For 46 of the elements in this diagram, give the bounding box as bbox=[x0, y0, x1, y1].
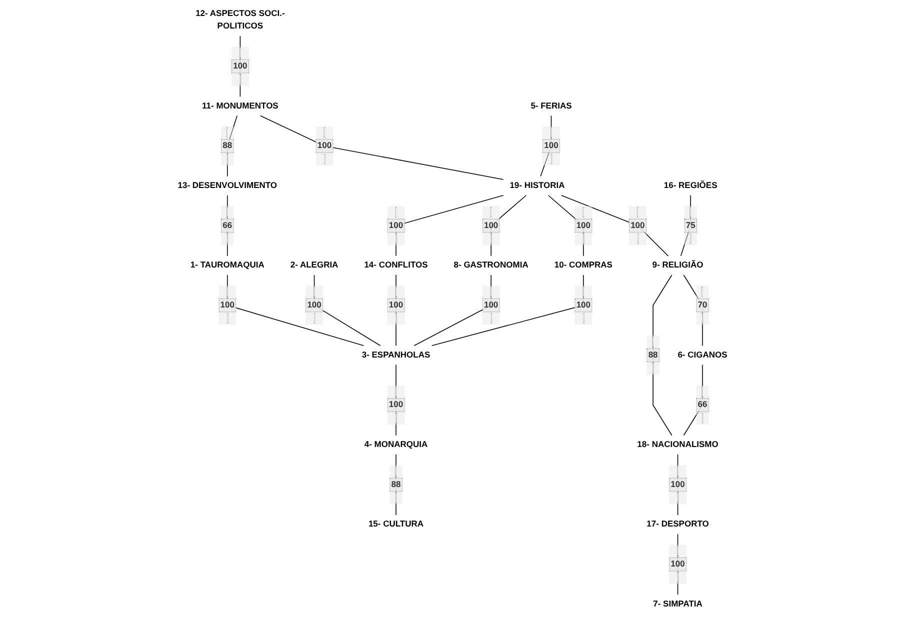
edge-label: 70 bbox=[698, 300, 708, 310]
connector bbox=[227, 274, 364, 346]
edge-label: 100 bbox=[630, 220, 645, 230]
node-text: 6- CIGANOS bbox=[678, 350, 728, 360]
edge-label: 100 bbox=[576, 300, 590, 310]
edge-label: 100 bbox=[670, 480, 685, 489]
node-text: 8- GASTRONOMIA bbox=[454, 260, 528, 270]
node-text: 19- HISTORIA bbox=[510, 181, 565, 190]
edge-label: 66 bbox=[698, 400, 708, 410]
edge-label: 100 bbox=[388, 220, 404, 230]
edge-label: 100 bbox=[576, 220, 590, 230]
edge-label: 100 bbox=[544, 141, 558, 150]
edge-label: 66 bbox=[222, 220, 232, 230]
node-text: 2- ALEGRIA bbox=[290, 260, 338, 270]
node-text: 18- NACIONALISMO bbox=[637, 440, 718, 450]
node-text: 13- DESENVOLVIMENTO bbox=[178, 181, 278, 190]
node-text: 3- ESPANHOLAS bbox=[362, 350, 430, 360]
edge-label: 75 bbox=[686, 220, 696, 230]
node-text: 7- SIMPATIA bbox=[653, 599, 702, 608]
edge-label: 100 bbox=[220, 300, 234, 310]
edge-label: 100 bbox=[233, 62, 248, 71]
node-text: 16- REGIÕES bbox=[664, 181, 718, 190]
node-text: 17- DESPORTO bbox=[646, 520, 709, 529]
edge-label: 88 bbox=[391, 480, 401, 489]
node-text: 10- COMPRAS bbox=[554, 260, 612, 270]
node-text: 12- ASPECTOS SOCI.-POLITICOS bbox=[196, 9, 285, 31]
node-text: 9- RELIGIÃO bbox=[652, 260, 704, 270]
node-text: 11- MONUMENTOS bbox=[202, 101, 278, 110]
connector bbox=[396, 194, 504, 256]
node-text: 1- TAUROMAQUIA bbox=[190, 260, 264, 270]
edge-label: 100 bbox=[317, 141, 332, 150]
node-text: 15- CULTURA bbox=[368, 520, 424, 529]
edge-label: 88 bbox=[222, 141, 232, 150]
edge-label: 88 bbox=[648, 350, 658, 360]
edge-label: 100 bbox=[484, 300, 498, 310]
edge-label: 100 bbox=[388, 300, 404, 310]
connector bbox=[560, 194, 669, 256]
node-text: 14- CONFLITOS bbox=[364, 260, 428, 270]
edge-label: 100 bbox=[307, 300, 322, 310]
connector bbox=[431, 274, 584, 346]
node-text: 4- MONARQUIA bbox=[364, 440, 428, 450]
node-text: 5- FERIAS bbox=[530, 101, 572, 110]
edge-label: 100 bbox=[670, 560, 685, 569]
edge-label: 100 bbox=[388, 400, 404, 410]
connector bbox=[260, 115, 504, 180]
edge-label: 100 bbox=[484, 220, 498, 230]
